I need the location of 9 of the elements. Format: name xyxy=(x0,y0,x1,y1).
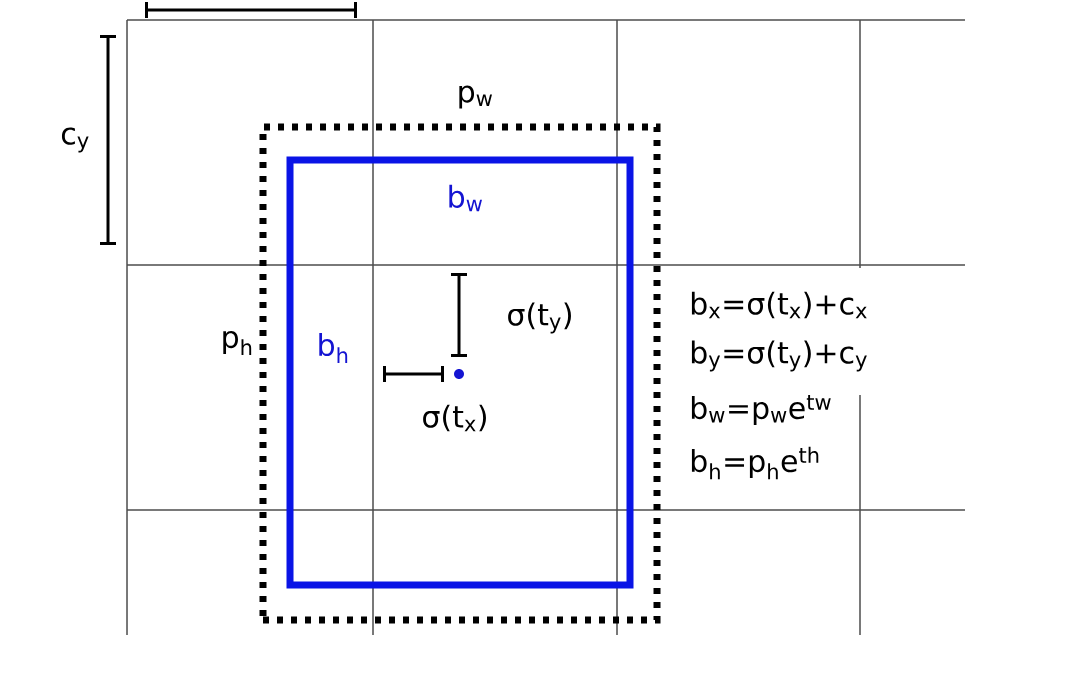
formula: b$_{x}$=σ(t$_{x}$)+c$_{x}$ xyxy=(691,291,867,319)
dimension-label: c$_{y}$ xyxy=(61,127,89,153)
formula: b$_{y}$=σ(t$_{y}$)+c$_{y}$ xyxy=(691,340,867,372)
node-label: p$_{w}$ xyxy=(459,85,492,109)
dimension-label: σ(t$_{y}$) xyxy=(508,302,571,334)
formula: b$_{h}$=p$_{h}$e$^{th}$ xyxy=(691,446,819,480)
dimension-label: σ(t$_{x}$) xyxy=(423,404,486,432)
formula: b$_{w}$=p$_{w}$e$^{tw}$ xyxy=(691,395,831,425)
node-label: p$_{h}$ xyxy=(223,330,252,356)
